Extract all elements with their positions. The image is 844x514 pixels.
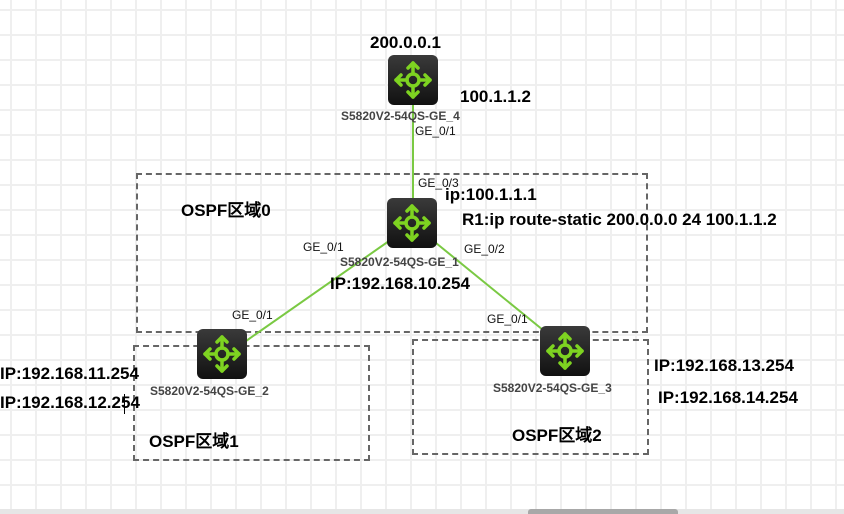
area-2-label: OSPF区域2 (512, 426, 602, 445)
area-1-label: OSPF区域1 (149, 432, 239, 451)
r3-lan-ip-1: IP:192.168.13.254 (654, 356, 794, 375)
device-name-r2: S5820V2-54QS-GE_2 (150, 384, 269, 398)
router-r2[interactable] (197, 329, 247, 379)
device-name-r1: S5820V2-54QS-GE_1 (340, 255, 459, 269)
router-icon (394, 61, 432, 99)
area-0-label: OSPF区域0 (181, 201, 271, 220)
router-r3[interactable] (540, 326, 590, 376)
port-label-r4-ge01: GE_0/1 (415, 124, 456, 138)
port-label-r3-ge01: GE_0/1 (487, 312, 528, 326)
r1-lan-ip: IP:192.168.10.254 (330, 274, 470, 293)
link-r1-r3[interactable] (435, 242, 544, 331)
port-label-r2-ge01: GE_0/1 (232, 308, 273, 322)
ospf-area-0-box[interactable] (136, 173, 648, 333)
router-icon (203, 335, 241, 373)
port-label-r1-ge03: GE_0/3 (418, 176, 459, 190)
router-r4[interactable] (388, 55, 438, 105)
link-r1-r2[interactable] (245, 240, 390, 342)
r1-static-route: R1:ip route-static 200.0.0.0 24 100.1.1.… (462, 210, 777, 229)
r4-interface-ip: 100.1.1.2 (460, 87, 531, 106)
scrollbar-thumb[interactable] (528, 509, 678, 514)
r3-lan-ip-2: IP:192.168.14.254 (658, 388, 798, 407)
r2-lan-ip-2: IP:192.168.12.254 (0, 393, 140, 412)
port-label-r1-ge01: GE_0/1 (303, 240, 344, 254)
r1-interface-ip: ip:100.1.1.1 (445, 185, 537, 204)
ospf-area-2-box[interactable] (412, 339, 649, 455)
text-caret (124, 394, 125, 414)
ospf-area-1-box[interactable] (133, 345, 370, 461)
router-icon (393, 204, 431, 242)
router-r1[interactable] (387, 198, 437, 248)
router-icon (546, 332, 584, 370)
device-name-r4: S5820V2-54QS-GE_4 (341, 109, 460, 123)
r2-lan-ip-1: IP:192.168.11.254 (0, 364, 139, 383)
device-name-r3: S5820V2-54QS-GE_3 (493, 381, 612, 395)
horizontal-scrollbar[interactable] (0, 509, 844, 514)
port-label-r1-ge02: GE_0/2 (464, 242, 505, 256)
r4-loopback-ip: 200.0.0.1 (370, 33, 441, 52)
